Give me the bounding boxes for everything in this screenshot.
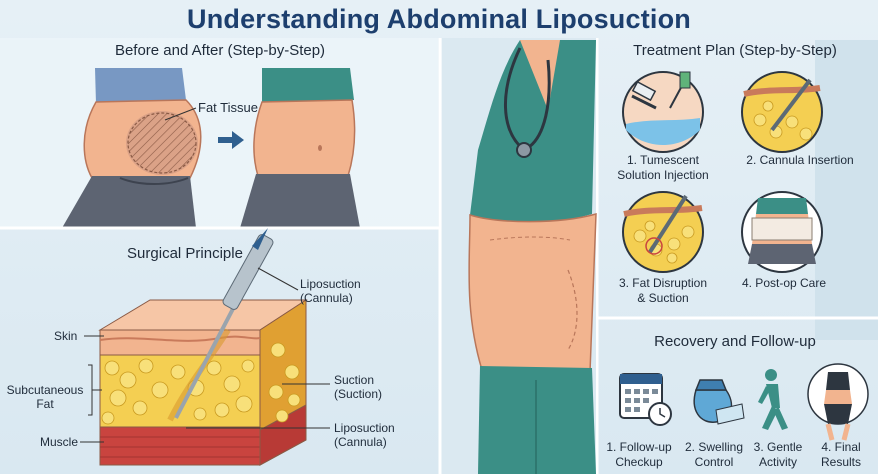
fat-tissue-label: Fat Tissue [198, 100, 258, 115]
recovery-heading: Recovery and Follow-up [654, 333, 816, 350]
label-liposuction-bottom: Liposuction (Cannula) [334, 421, 395, 449]
recovery-item-4: 4. Final Results [820, 440, 861, 469]
page-title: Understanding Abdominal Liposuction [187, 4, 691, 34]
cannula-insertion-icon [741, 71, 823, 153]
cannula-icon [174, 228, 274, 419]
label-subcutaneous-fat: Subcutaneous Fat [6, 383, 84, 411]
label-suction: Suction (Suction) [334, 373, 383, 401]
slim-body-icon [807, 363, 869, 441]
recovery-item-3: 3. Gentle Activity [753, 440, 803, 469]
arrow-icon [218, 131, 244, 149]
label-muscle: Muscle [40, 435, 79, 449]
before-torso [62, 68, 202, 228]
label-liposuction-top: Liposuction (Cannula) [300, 277, 361, 305]
after-torso [240, 68, 360, 228]
recovery-item-1: 1. Follow-up Checkup [606, 440, 672, 469]
injection-icon [622, 71, 704, 153]
recovery-item-2: 2. Swelling Control [684, 440, 744, 469]
treatment-step-1: 1. Tumescent Solution Injection [617, 153, 709, 182]
stethoscope-icon [516, 142, 532, 158]
treatment-step-4: 4. Post-op Care [741, 276, 827, 290]
fat-disruption-icon [622, 191, 704, 273]
compression-garment-icon [741, 191, 823, 273]
surgical-principle-heading: Surgical Principle [127, 245, 243, 262]
background-wall-right [815, 40, 878, 340]
label-skin: Skin [54, 329, 78, 343]
before-after-panel [0, 38, 438, 228]
ice-pack-icon [693, 379, 745, 425]
treatment-plan-heading: Treatment Plan (Step-by-Step) [633, 42, 837, 59]
treatment-step-2: 2. Cannula Insertion [746, 153, 854, 167]
walking-person-icon [758, 369, 788, 430]
before-after-heading: Before and After (Step-by-Step) [114, 42, 326, 59]
treatment-step-3: 3. Fat Disruption & Suction [618, 276, 708, 305]
calendar-clock-icon [619, 373, 672, 426]
